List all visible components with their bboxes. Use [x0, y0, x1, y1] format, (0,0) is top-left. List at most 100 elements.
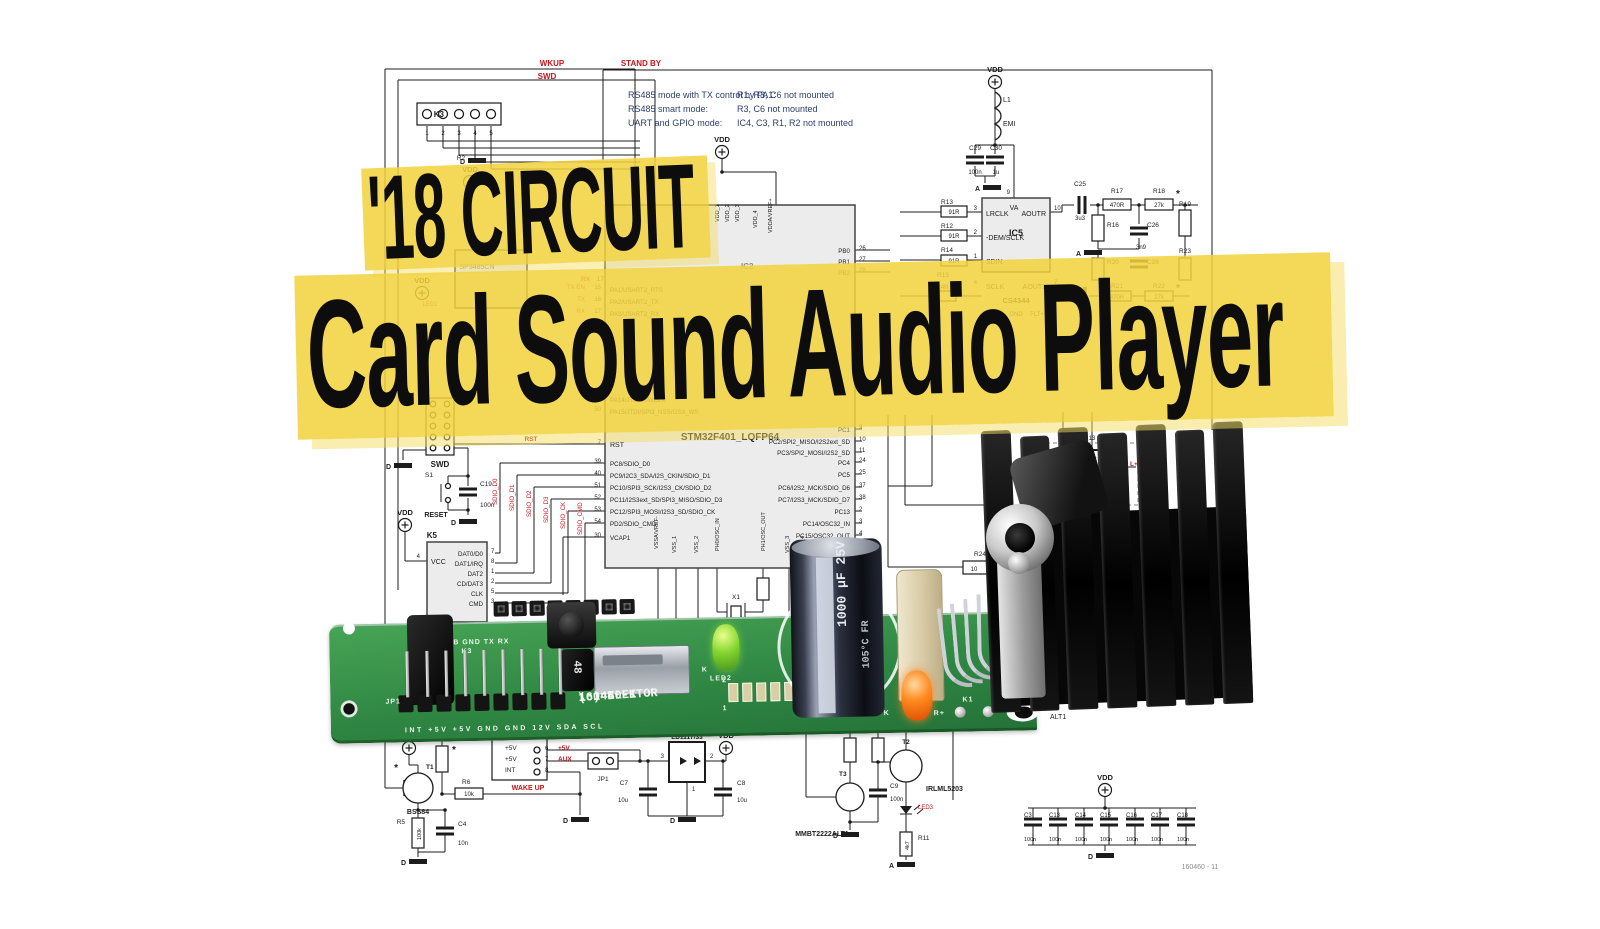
diode-triangle: [680, 757, 687, 765]
schematic-label: STAND BY: [621, 59, 662, 68]
junction-dot: [720, 170, 724, 174]
schematic-label: 10: [1054, 206, 1061, 212]
schematic-label: +5V: [505, 745, 517, 752]
junction-dot: [848, 820, 852, 824]
schematic-label: SP3485CN: [459, 264, 494, 271]
silkscreen-smd-top: 2: [722, 677, 728, 685]
schematic-wire: [913, 804, 921, 811]
junction-dot: [1096, 203, 1100, 207]
schematic-wire: [916, 808, 924, 815]
component-circle: [437, 108, 449, 120]
schematic-label: PC9/I2C3_SDA/I2S_CKIN/SDIO_D1: [610, 473, 711, 480]
junction-dot: [440, 792, 444, 796]
schematic-label: PC10/SPI3_SCK/I2S3_CK/SDIO_D2: [610, 485, 712, 492]
schematic-label: PC1: [838, 427, 851, 434]
schematic-label: 2: [859, 507, 863, 513]
schematic-label: SWD: [538, 72, 557, 81]
junction-dot: [578, 792, 582, 796]
schematic-label: C25: [1074, 181, 1086, 188]
schematic-label: 54: [594, 519, 601, 525]
schematic-label: 39: [594, 459, 601, 465]
schematic-label: PC8/SDIO_D0: [610, 461, 651, 468]
vdd-label: VDD: [1097, 773, 1113, 782]
schematic-label: R19: [1179, 201, 1191, 208]
vdd-label: VDD: [714, 135, 730, 144]
component-body: [1102, 198, 1132, 211]
schematic-label: SDIO_D2: [526, 490, 533, 517]
schematic-label: LD1117/33: [671, 734, 703, 741]
schematic-label: C29: [969, 145, 981, 152]
schematic-label: 91R: [948, 234, 960, 240]
ground-symbol: [571, 817, 589, 822]
schematic-label: SDIO_D1: [509, 484, 516, 511]
silkscreen-led2: LED2: [709, 675, 733, 683]
schematic-label: 9: [859, 425, 863, 431]
schematic-label: 4k7: [905, 841, 911, 850]
component-circle: [444, 496, 452, 504]
schematic-label: R6: [462, 779, 471, 786]
schematic-label: C14: [1075, 813, 1087, 819]
component-circle: [443, 444, 451, 452]
component-circle: [533, 746, 541, 754]
schematic-label: 9: [1007, 190, 1011, 196]
ground-label: D: [451, 520, 456, 527]
component-circle: [402, 772, 434, 804]
schematic-label: PC13: [835, 509, 851, 516]
component-body: [1091, 214, 1105, 242]
schematic-label: JP1: [597, 776, 609, 783]
silkscreen-k: K: [883, 710, 890, 718]
schematic-label: 4: [473, 131, 477, 137]
kicker-banner: '18 CIRCUIT: [361, 139, 711, 285]
schematic-label: 1: [974, 254, 978, 260]
schematic-label: MMBT2222ALT1: [795, 831, 849, 838]
schematic-label: VSS_2: [694, 536, 700, 553]
silkscreen-header-row: INT +5V +5V GND GND 12V SDA SCL: [404, 723, 605, 735]
schematic-label: WAKE UP: [512, 785, 545, 792]
component-48: 48: [560, 648, 595, 692]
schematic-label: 3: [491, 599, 495, 605]
schematic-label: 53: [594, 507, 601, 513]
schematic-label: 100k: [417, 828, 423, 840]
component-body: [411, 817, 425, 849]
schematic-label: C15: [1100, 813, 1112, 819]
schematic-label: X1: [732, 594, 740, 601]
schematic-label: PC2/SPI2_MISO/I2S2ext_SD: [769, 439, 851, 446]
schematic-label: *: [394, 763, 398, 774]
schematic-label: AUX: [558, 756, 572, 763]
schematic-label: +5V: [558, 745, 570, 752]
schematic-label: LED3: [918, 805, 934, 811]
schematic-label: 1: [692, 787, 696, 793]
schematic-label: R11: [918, 835, 930, 842]
schematic-label: C8: [737, 780, 746, 787]
schematic-label: R1, R3, C6 not mounted: [737, 90, 834, 100]
schematic-label: VDD_3: [735, 204, 741, 222]
schematic-label: 25: [859, 470, 866, 476]
component-body: [426, 541, 488, 623]
schematic-label: C13: [1049, 813, 1061, 819]
ground-label: A: [889, 863, 894, 870]
schematic-label: IRLML5203: [926, 786, 963, 793]
schematic-label: 8: [545, 768, 549, 774]
schematic-label: RESET: [424, 512, 448, 519]
schematic-label: 4: [859, 531, 863, 537]
schematic-label: R5: [397, 819, 406, 826]
component-body: [1178, 209, 1192, 237]
ground-symbol: [409, 859, 427, 864]
component-body: [940, 205, 968, 218]
component-body: [899, 831, 913, 857]
schematic-label: SDIO_CK: [560, 501, 567, 529]
schematic-label: R13: [941, 199, 953, 206]
ground-label: A: [975, 186, 980, 193]
ground-label: D: [563, 818, 568, 825]
junction-dot: [721, 759, 725, 763]
diode-triangle: [900, 806, 912, 814]
smd-resistor-block: [728, 681, 795, 703]
schematic-label: 52: [594, 495, 601, 501]
schematic-label: 100n: [1075, 837, 1087, 843]
schematic-label: RST: [525, 436, 538, 443]
ground-label: D: [833, 833, 838, 840]
schematic-label: 1: [491, 569, 495, 575]
schematic-label: 10: [971, 567, 978, 573]
